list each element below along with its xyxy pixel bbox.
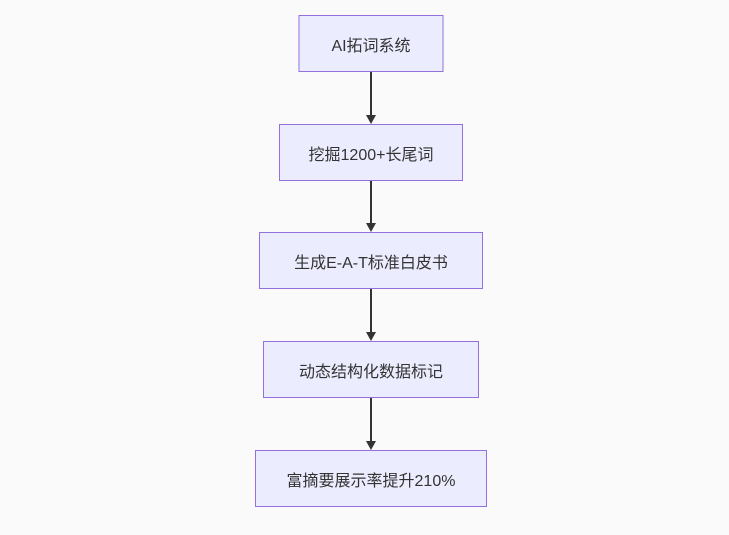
flow-node-label: AI拓词系统: [331, 37, 411, 55]
arrow-line: [370, 289, 372, 332]
flow-node-ai-word-expansion: AI拓词系统: [298, 15, 444, 72]
arrow-down-icon: [366, 181, 376, 232]
flow-node-label: 富摘要展示率提升210%: [286, 472, 456, 490]
arrow-line: [370, 398, 372, 441]
arrow-head: [366, 332, 376, 341]
flow-node-label: 动态结构化数据标记: [298, 363, 443, 381]
arrow-down-icon: [366, 398, 376, 450]
arrow-line: [370, 72, 372, 115]
arrow-down-icon: [366, 72, 376, 124]
arrow-down-icon: [366, 289, 376, 341]
arrow-line: [370, 181, 372, 223]
arrow-head: [366, 115, 376, 124]
flow-node-longtail-mining: 挖掘1200+长尾词: [279, 124, 463, 181]
arrow-head: [366, 223, 376, 232]
flow-node-rich-snippet-result: 富摘要展示率提升210%: [255, 450, 487, 507]
flow-node-label: 生成E-A-T标准白皮书: [294, 254, 448, 272]
flow-node-structured-data-markup: 动态结构化数据标记: [263, 341, 479, 398]
flow-node-eat-whitepaper: 生成E-A-T标准白皮书: [259, 232, 483, 289]
arrow-head: [366, 441, 376, 450]
flow-node-label: 挖掘1200+长尾词: [308, 146, 434, 164]
